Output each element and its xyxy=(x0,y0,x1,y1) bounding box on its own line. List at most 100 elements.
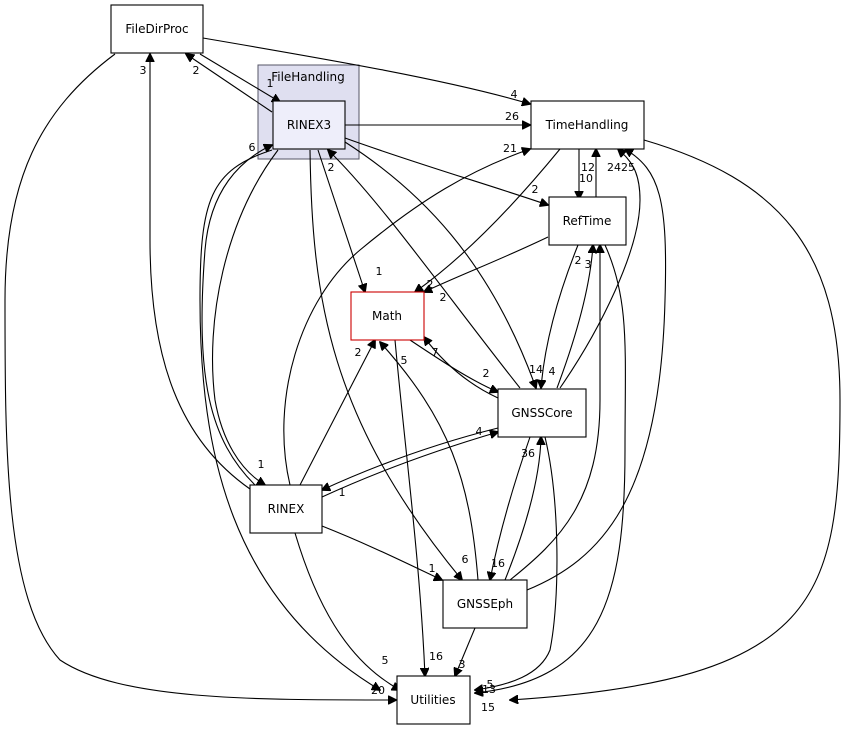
edge-gnsscore-math xyxy=(424,337,499,399)
node-label: RefTime xyxy=(563,214,612,228)
edge-rinex-utilities xyxy=(294,532,400,690)
node-gnsseph[interactable]: GNSSEph xyxy=(442,579,528,629)
node-math[interactable]: Math xyxy=(350,291,425,341)
edge-reftime-gnsscore xyxy=(541,244,579,388)
node-label: GNSSCore xyxy=(511,406,572,420)
edge-label: 6 xyxy=(249,141,256,154)
edge-filedirproc-utilities xyxy=(4,53,396,700)
node-label: FileDirProc xyxy=(125,22,188,36)
edge-label: 14 xyxy=(529,363,543,376)
edge-rinex-gnsseph xyxy=(321,525,442,580)
edge-label: 5 xyxy=(382,654,389,667)
edge-gnsscore-rinex3 xyxy=(328,150,521,389)
edge-label: 2 xyxy=(483,367,490,380)
edge-rinex-gnsscore xyxy=(321,432,498,498)
node-label: RINEX3 xyxy=(287,118,331,132)
edge-label: 10 xyxy=(579,172,593,185)
edge-label: 2 xyxy=(427,278,434,291)
edge-gnsseph-math xyxy=(380,342,479,581)
edge-gnsscore-timehandling xyxy=(559,149,641,389)
node-label: GNSSEph xyxy=(457,597,513,611)
edge-reftime-utilities xyxy=(475,244,626,693)
edge-timehandling-math xyxy=(415,148,561,292)
edge-label: 2 xyxy=(355,346,362,359)
node-box xyxy=(249,484,323,534)
edge-math-gnsscore xyxy=(409,339,498,392)
edge-labels: 1 2 3 4 26 21 6 2 2 1 12 10 24 25 2 2 2 … xyxy=(140,64,636,714)
edge-label: 4 xyxy=(549,365,556,378)
edge-label: 2 xyxy=(440,291,447,304)
node-label: Math xyxy=(372,309,402,323)
edge-label: 4 xyxy=(476,425,483,438)
edge-filedirproc-rinex3 xyxy=(199,53,280,102)
edge-rinex3-gnsseph xyxy=(309,149,462,580)
cluster-label: FileHandling xyxy=(271,70,345,84)
edge-rinex3-filedirproc xyxy=(186,54,273,113)
node-label: Utilities xyxy=(410,693,455,707)
node-filedirproc[interactable]: FileDirProc xyxy=(110,4,204,54)
edge-rinex-math xyxy=(299,340,375,486)
edge-gnsseph-reftime xyxy=(509,245,600,581)
edge-label: 26 xyxy=(505,110,519,123)
edge-gnsscore-reftime xyxy=(556,245,593,389)
edge-label: 1 xyxy=(429,562,436,575)
edge-label: 5 xyxy=(487,678,494,691)
node-timehandling[interactable]: TimeHandling xyxy=(530,100,645,150)
edge-label: 3 xyxy=(140,64,147,77)
edges xyxy=(4,37,841,700)
edge-label: 25 xyxy=(621,161,635,174)
edge-label: 1 xyxy=(267,77,274,90)
node-box xyxy=(272,100,346,150)
edge-math-utilities xyxy=(394,339,425,676)
edge-rinex3-math xyxy=(317,149,365,292)
edge-label: 24 xyxy=(607,161,621,174)
edge-label: 21 xyxy=(503,142,517,155)
edge-rinex3-gnsscore xyxy=(344,141,536,388)
edge-label: 13 xyxy=(482,683,496,696)
edge-label: 3 xyxy=(585,258,592,271)
edge-label: 5 xyxy=(401,354,408,367)
node-utilities[interactable]: Utilities xyxy=(396,675,471,725)
node-rinex[interactable]: RINEX xyxy=(249,484,323,534)
node-box xyxy=(497,388,587,438)
edge-label: 36 xyxy=(521,447,535,460)
edge-label: 3 xyxy=(459,658,466,671)
node-rinex3[interactable]: RINEX3 xyxy=(272,100,346,150)
edge-label: 1 xyxy=(339,486,346,499)
node-box xyxy=(548,196,627,246)
edge-gnsseph-gnsscore xyxy=(504,437,541,581)
node-box xyxy=(396,675,471,725)
edge-rinex3-rinex xyxy=(211,149,279,485)
edge-label: 1 xyxy=(376,265,383,278)
edge-label: 2 xyxy=(532,183,539,196)
edge-gnsscore-utilities xyxy=(475,436,558,690)
edge-label: 16 xyxy=(491,557,505,570)
node-box xyxy=(442,579,528,629)
edge-label: 15 xyxy=(481,701,495,714)
edge-rinex3-reftime xyxy=(344,137,548,205)
edge-label: 2 xyxy=(575,254,582,267)
edge-label: 4 xyxy=(511,88,518,101)
node-box xyxy=(530,100,645,150)
edge-label: 6 xyxy=(462,553,469,566)
edge-gnsscore-gnsseph xyxy=(490,436,531,580)
edge-filedirproc-timehandling xyxy=(202,37,530,104)
edge-reftime-math xyxy=(424,236,549,292)
node-label: RINEX xyxy=(268,502,305,516)
edge-rinex3-utilities xyxy=(199,149,380,690)
node-label: TimeHandling xyxy=(545,118,629,132)
edge-rinex-timehandling xyxy=(283,149,530,486)
edge-timehandling-utilities xyxy=(510,139,841,700)
node-gnsscore[interactable]: GNSSCore xyxy=(497,388,587,438)
edge-label: 20 xyxy=(371,684,385,697)
edge-label: 12 xyxy=(581,161,595,174)
edge-label: 2 xyxy=(328,161,335,174)
edge-label: 1 xyxy=(258,458,265,471)
edge-rinex-rinex3 xyxy=(201,145,272,486)
edge-gnsseph-timehandling xyxy=(526,149,667,591)
node-reftime[interactable]: RefTime xyxy=(548,196,627,246)
node-box xyxy=(350,291,425,341)
edge-label: 2 xyxy=(193,64,200,77)
edge-label: 16 xyxy=(429,650,443,663)
